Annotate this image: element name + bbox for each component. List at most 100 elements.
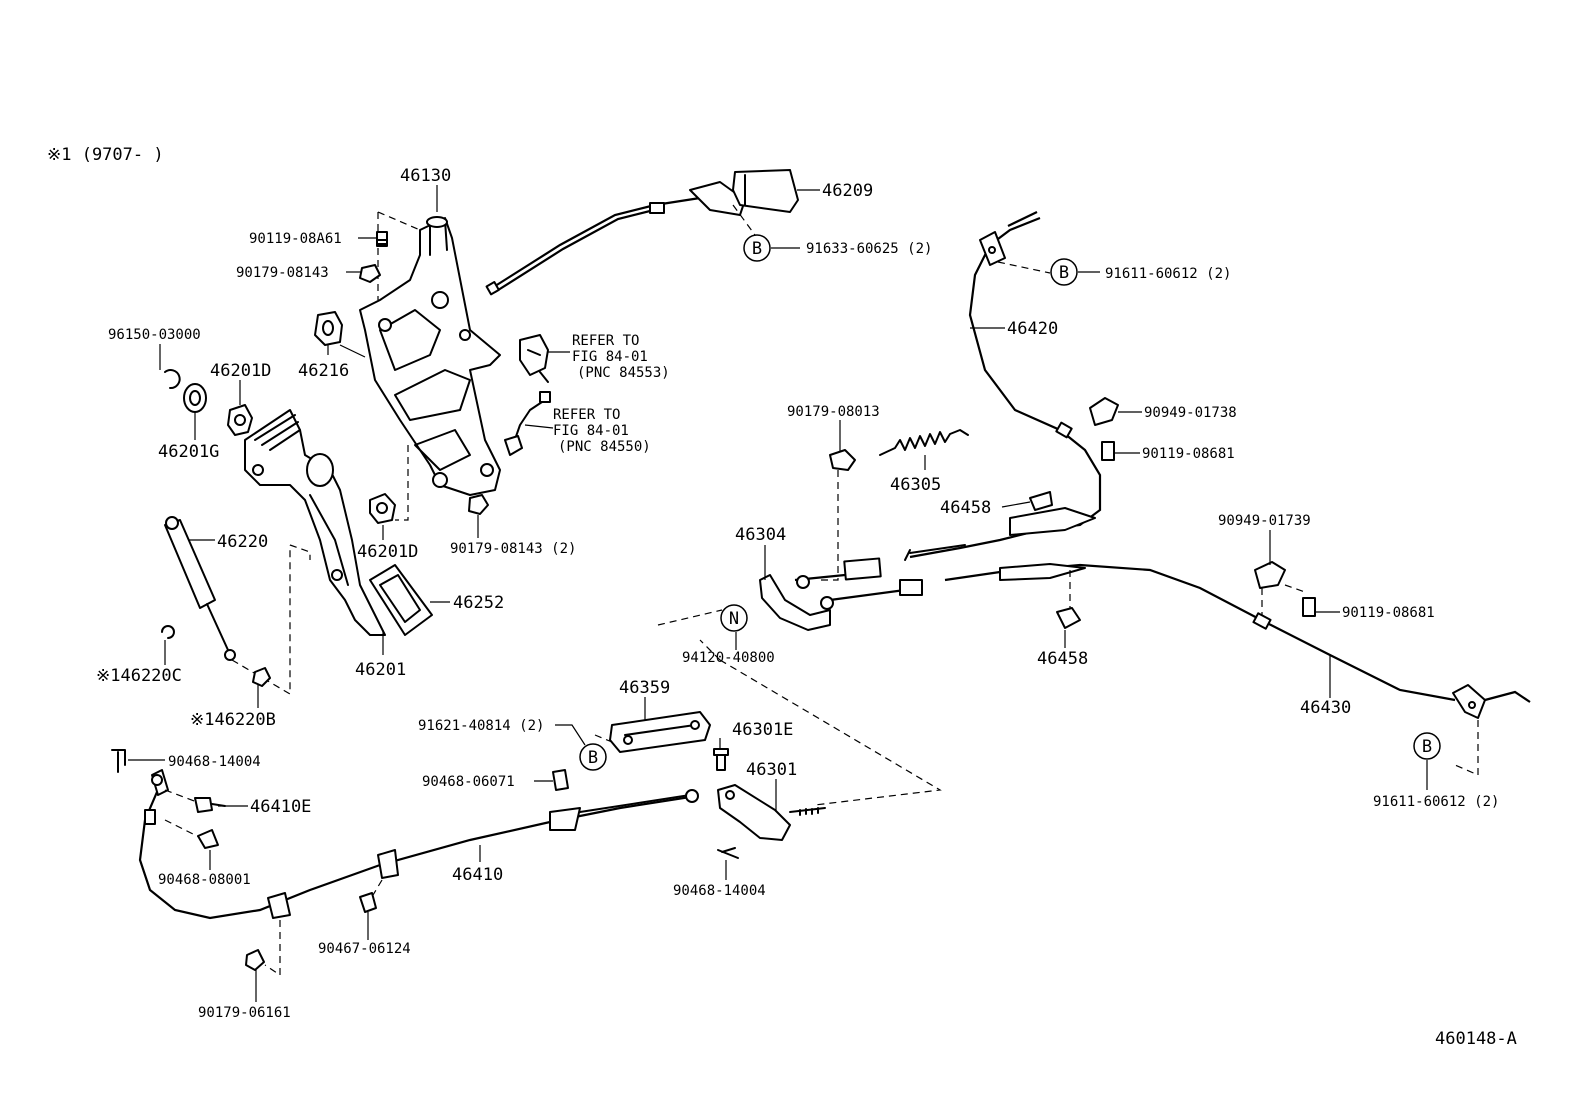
refer-lower-line-3: (PNC 84550) (558, 439, 651, 455)
label-46304: 46304 (735, 525, 786, 545)
damper-46220 (164, 516, 291, 696)
refer-upper-line-3: (PNC 84553) (577, 365, 670, 381)
rear-cable-46420 (904, 211, 1102, 561)
svg-text:B: B (1059, 263, 1069, 283)
plate-46359 (594, 711, 711, 753)
svg-text:B: B (1422, 737, 1432, 757)
bolt-90119-08A61 (376, 231, 388, 247)
clip-46458-upper (1029, 491, 1053, 511)
header-note: ※1 (9707- ) (47, 145, 164, 165)
switch-connector-lower (504, 391, 551, 456)
label-90468-08001: 90468-08001 (158, 872, 251, 888)
clip-90467-06124 (359, 892, 377, 913)
nut-90179-08143-pair (468, 494, 489, 515)
pin-90468-14004-right (717, 847, 739, 859)
label-91611-60612-b: 91611-60612 (2) (1373, 794, 1499, 810)
refer-lower-line-2: FIG 84-01 (553, 423, 629, 439)
label-46209: 46209 (822, 181, 873, 201)
label-46201D-b: 46201D (357, 542, 418, 562)
leader-lines (128, 185, 1428, 1002)
nut-90179-08013 (818, 449, 856, 581)
label-46216: 46216 (298, 361, 349, 381)
marker-b-3: B (579, 743, 607, 771)
label-46410E: 46410E (250, 797, 311, 817)
label-46201: 46201 (355, 660, 406, 680)
svg-text:N: N (729, 609, 739, 629)
label-90179-06161: 90179-06161 (198, 1005, 291, 1021)
label-90119-08681-b: 90119-08681 (1342, 605, 1435, 621)
label-46130: 46130 (400, 166, 451, 186)
label-46430: 46430 (1300, 698, 1351, 718)
label-46458-a: 46458 (940, 498, 991, 518)
nut-90179-08143 (359, 264, 381, 283)
svg-text:B: B (752, 239, 762, 259)
label-90468-14004-a: 90468-14004 (168, 754, 261, 770)
clip-90468-06071 (552, 769, 569, 791)
label-46201G: 46201G (158, 442, 219, 462)
label-91611-60612-a: 91611-60612 (2) (1105, 266, 1231, 282)
label-90179-08143-2: 90179-08143 (2) (450, 541, 576, 557)
label-90179-08013: 90179-08013 (787, 404, 880, 420)
label-46201D-a: 46201D (210, 361, 271, 381)
label-146220C: ※146220C (96, 666, 182, 686)
pedal-pad-46252 (369, 564, 433, 636)
label-46420: 46420 (1007, 319, 1058, 339)
refer-upper-line-2: FIG 84-01 (572, 349, 648, 365)
label-90467-06124: 90467-06124 (318, 941, 411, 957)
clip-90468-08001 (197, 829, 219, 849)
bolt-90119-08681-lower (1302, 597, 1316, 617)
pin-46301E (713, 748, 729, 771)
label-90949-01739: 90949-01739 (1218, 513, 1311, 529)
washer-46201G (183, 383, 207, 413)
spring-46305 (879, 429, 969, 456)
label-90468-06071: 90468-06071 (422, 774, 515, 790)
refer-lower-line-1: REFER TO (553, 407, 620, 423)
bushing-46216 (314, 311, 343, 346)
label-90468-14004-b: 90468-14004 (673, 883, 766, 899)
label-46410: 46410 (452, 865, 503, 885)
diagram-id: 460148-A (1435, 1029, 1517, 1049)
label-46301: 46301 (746, 760, 797, 780)
marker-b-2: B (1050, 258, 1078, 286)
marker-n-1: N (720, 604, 748, 632)
label-90179-08143: 90179-08143 (236, 265, 329, 281)
bracket-90949-01738 (1089, 397, 1119, 426)
pin-46410E (194, 797, 226, 813)
snap-ring-96150-03000 (164, 369, 181, 390)
refer-upper-line-1: REFER TO (572, 333, 639, 349)
nut-90179-06161 (245, 949, 265, 971)
marker-b-4: B (1413, 732, 1441, 760)
label-46305: 46305 (890, 475, 941, 495)
svg-text:B: B (588, 748, 598, 768)
bushing-46201D-upper (227, 404, 253, 436)
label-91621-40814: 91621-40814 (2) (418, 718, 544, 734)
equalizer-46304 (657, 557, 942, 806)
clip-46458-lower (1056, 607, 1081, 629)
lever-46301 (717, 784, 826, 841)
label-146220B: ※146220B (190, 710, 276, 730)
pin-90468-14004-left (111, 749, 126, 773)
bushing-46201D-lower (369, 493, 396, 524)
bracket-90949-01739 (1254, 561, 1306, 615)
marker-b-1: B (743, 234, 771, 262)
label-46458-b: 46458 (1037, 649, 1088, 669)
label-90119-08681-a: 90119-08681 (1142, 446, 1235, 462)
clip-146220C (161, 625, 175, 639)
label-91633-60625: 91633-60625 (2) (806, 241, 932, 257)
label-90949-01738: 90949-01738 (1144, 405, 1237, 421)
part-labels: ※1 (9707- ) 460148-A 46130 46209 90119-0… (47, 145, 1517, 1049)
label-46359: 46359 (619, 678, 670, 698)
pedal-bracket (359, 211, 501, 521)
switch-connector-upper (519, 334, 549, 383)
label-94120-40800: 94120-40800 (682, 650, 775, 666)
nut-146220B (252, 667, 271, 687)
label-46252: 46252 (453, 593, 504, 613)
bolt-90119-08681-upper (1101, 441, 1115, 461)
label-96150-03000: 96150-03000 (108, 327, 201, 343)
label-46301E: 46301E (732, 720, 793, 740)
label-90119-08A61: 90119-08A61 (249, 231, 342, 247)
pedal-lever-46201 (244, 409, 386, 636)
release-cable-46209 (485, 169, 799, 296)
